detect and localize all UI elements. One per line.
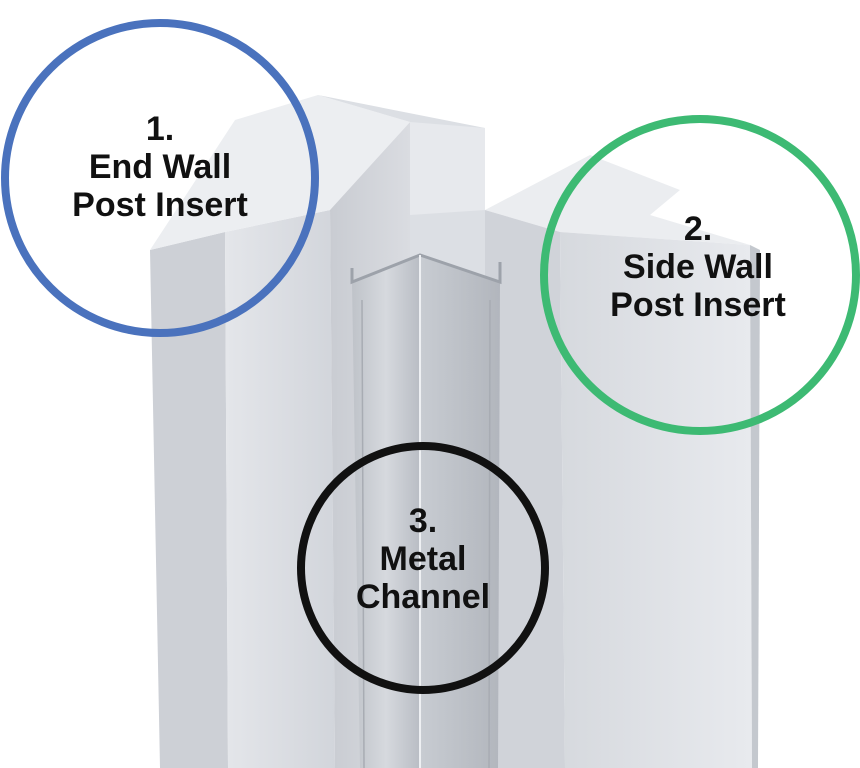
callout-line2: Post Insert [72, 186, 248, 225]
callout-line2: Channel [355, 578, 491, 617]
callout-circle-metal-channel [297, 442, 549, 694]
callout-line1: Metal [379, 540, 467, 579]
callout-circle-end-wall [1, 19, 319, 337]
callout-line2: Post Insert [610, 286, 786, 325]
callout-number: 2. [683, 210, 713, 248]
metal-channel-shape [350, 253, 502, 768]
callout-label-metal-channel: 3. Metal Channel [303, 502, 543, 616]
callout-label-end-wall-post-insert: 1. End Wall Post Insert [40, 110, 280, 224]
callout-circle-side-wall [540, 115, 860, 435]
side-wall-insert-shape [485, 155, 760, 768]
callout-line1: Side Wall [623, 248, 773, 287]
callout-number: 3. [408, 502, 438, 540]
callout-number: 1. [145, 110, 175, 148]
callout-line1: End Wall [88, 148, 232, 187]
callout-label-side-wall-post-insert: 2. Side Wall Post Insert [578, 210, 818, 324]
